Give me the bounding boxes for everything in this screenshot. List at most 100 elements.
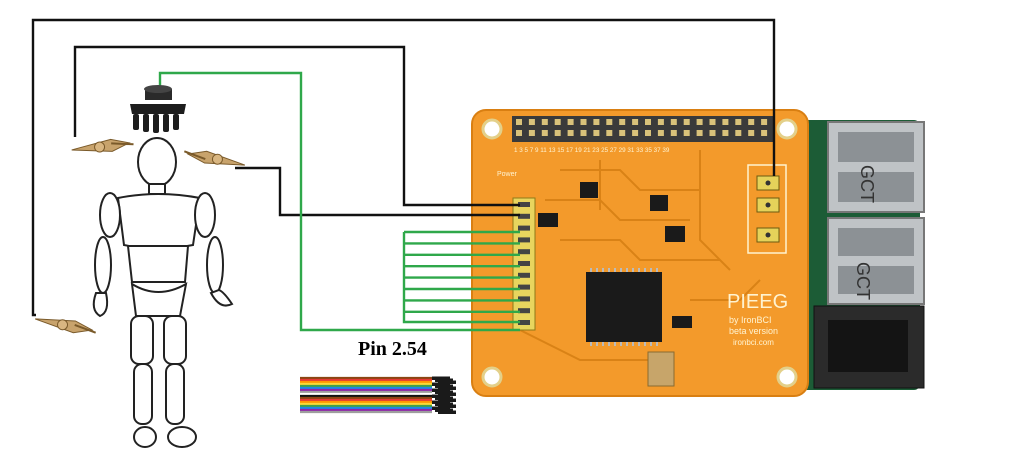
dupont-connector	[438, 410, 456, 414]
board-byline: by IronBCI	[729, 315, 772, 325]
green-wires	[158, 71, 520, 332]
gpio-pin	[632, 130, 639, 136]
input-pin	[518, 272, 530, 278]
chip-pin	[608, 342, 610, 346]
usb-brand-label-2: GCT	[853, 262, 873, 300]
dupont-connector	[438, 398, 456, 402]
mounting-hole	[481, 366, 503, 388]
chip-pin	[656, 342, 658, 346]
input-pin	[518, 308, 530, 314]
dupont-connector	[432, 394, 450, 398]
mounting-hole	[776, 366, 798, 388]
ethernet-port	[813, 305, 925, 389]
gpio-pin	[670, 130, 677, 136]
chip-pin	[596, 268, 598, 272]
gpio-pin	[683, 119, 690, 125]
small-chip	[650, 195, 668, 211]
input-pin	[518, 284, 530, 290]
usb-port-top: GCT	[827, 121, 925, 213]
input-pin	[518, 249, 530, 255]
input-pin	[518, 225, 530, 231]
chip-pin	[632, 342, 634, 346]
dupont-connector	[438, 386, 456, 390]
power-label: Power	[497, 171, 518, 178]
chip-pin	[656, 268, 658, 272]
jumper-block	[747, 164, 787, 254]
chip-pin	[644, 342, 646, 346]
chip-pin	[608, 268, 610, 272]
gpio-pin	[528, 130, 535, 136]
chip-pin	[626, 268, 628, 272]
board-version: beta version	[729, 326, 778, 336]
dupont-connector	[438, 392, 456, 396]
gpio-pin	[619, 130, 626, 136]
gpio-pin	[735, 119, 742, 125]
dupont-connector	[432, 382, 450, 386]
alligator-clip-icon	[183, 150, 246, 166]
input-pin	[518, 320, 530, 325]
small-chip	[580, 182, 598, 198]
dupont-connector	[432, 406, 450, 410]
input-pin	[518, 237, 530, 243]
chip-pin	[650, 268, 652, 272]
chip-pin	[596, 342, 598, 346]
gpio-pin	[645, 119, 651, 125]
gpio-pin	[567, 130, 574, 136]
main-adc-chip	[586, 268, 662, 346]
gpio-pin	[516, 119, 522, 125]
dupont-connector	[435, 390, 453, 394]
gpio-pin	[657, 130, 664, 136]
crystal	[647, 351, 675, 387]
gpio-pin	[580, 119, 587, 125]
gpio-pin	[593, 119, 600, 125]
electrode-input-header	[512, 197, 536, 331]
gpio-pin	[554, 130, 561, 136]
gpio-pin	[761, 119, 768, 125]
chip-pin	[644, 268, 646, 272]
board-site: ironbci.com	[733, 338, 774, 347]
chip-pin	[632, 268, 634, 272]
chip-pin	[638, 268, 640, 272]
gpio-pin	[722, 119, 729, 125]
gpio-pin	[541, 130, 548, 136]
chip-pin	[602, 268, 604, 272]
usb-port-bottom: GCT	[827, 217, 925, 305]
mounting-hole	[776, 118, 798, 140]
dupont-connector	[432, 388, 450, 392]
dupont-connector	[438, 404, 456, 408]
wooden-mannequin-icon	[92, 137, 234, 448]
gpio-pin	[632, 119, 639, 125]
wire-ground	[31, 18, 776, 317]
wire-electrode	[158, 71, 520, 332]
gpio-pin	[735, 130, 742, 136]
dry-electrode-icon	[130, 85, 186, 133]
board-name: PIEEG	[727, 291, 788, 313]
chip-pin	[590, 342, 592, 346]
chip-pin	[638, 342, 640, 346]
chip-pin	[650, 342, 652, 346]
input-pin	[518, 202, 530, 207]
gpio-pin	[683, 130, 690, 136]
pcb-traces	[519, 150, 761, 361]
dupont-connector	[435, 396, 453, 400]
gpio-pin	[748, 130, 755, 136]
chip-pin	[626, 342, 628, 346]
wire-ear-right	[235, 166, 520, 217]
gpio-pin	[645, 130, 651, 136]
mounting-hole	[481, 118, 503, 140]
gpio-pin	[709, 130, 716, 136]
gpio-pin	[541, 119, 548, 125]
gpio-pin	[709, 119, 716, 125]
chip-pin	[620, 342, 622, 346]
gpio-pin	[580, 130, 587, 136]
input-pin	[518, 296, 530, 302]
input-pin	[518, 213, 530, 219]
wire-ear-left	[73, 45, 520, 207]
black-wires	[31, 18, 776, 317]
dupont-connector	[435, 402, 453, 406]
gpio-pin	[528, 119, 535, 125]
dupont-connector	[435, 378, 453, 382]
gpio-pin	[657, 119, 664, 125]
dupont-connector	[435, 408, 453, 412]
